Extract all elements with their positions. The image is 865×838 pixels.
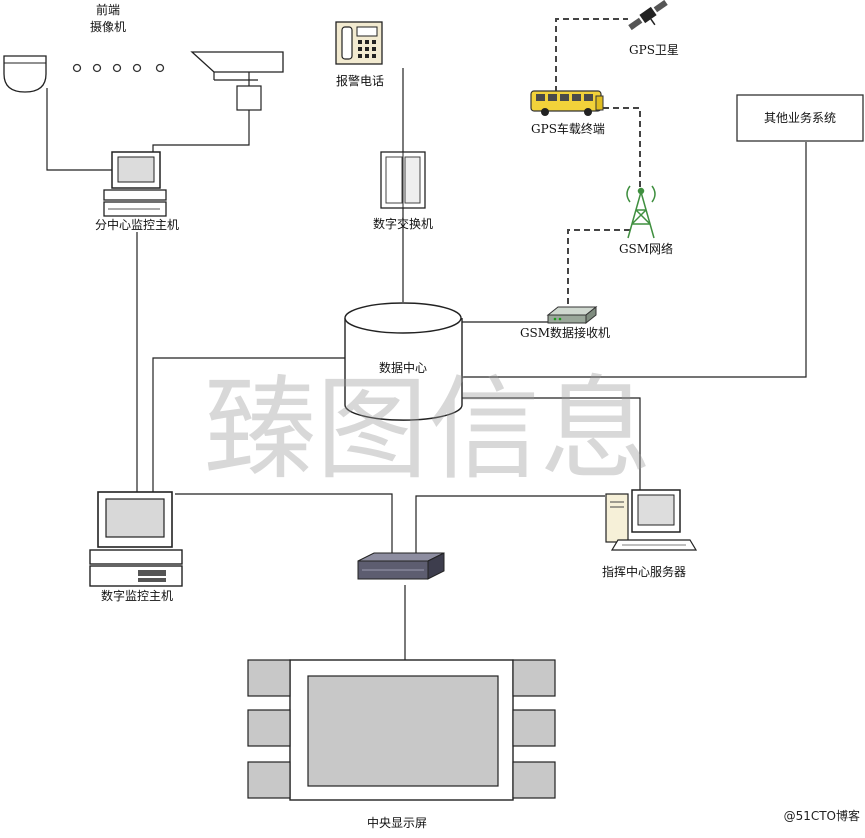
data-center-label: 数据中心: [379, 360, 427, 375]
dot-icon: [72, 63, 82, 73]
box-camera-icon: [190, 51, 284, 111]
alarm-phone-label: 报警电话: [336, 73, 384, 88]
computer-icon: [89, 491, 183, 587]
monitorhost-to-datacenter-line: [152, 357, 345, 492]
watermark-text: 臻图信息: [204, 365, 652, 495]
sub-center-host-label: 分中心监控主机: [95, 217, 179, 232]
command-server-node: 指挥中心服务器: [602, 489, 698, 579]
gps-satellite-node: GPS卫星: [628, 0, 679, 57]
camera-to-subhost-line: [46, 88, 115, 171]
side-monitor: [247, 761, 291, 799]
side-monitor: [512, 659, 556, 697]
database-cylinder-icon: [344, 302, 463, 421]
connections: [46, 18, 807, 660]
gps-terminal-label: GPS车载终端: [531, 121, 605, 136]
dome-camera-icon: [3, 55, 47, 93]
dot-icon: [132, 63, 142, 73]
digital-switch-label: 数字交换机: [373, 216, 433, 231]
digital-monitor-host-label: 数字监控主机: [101, 588, 173, 603]
side-monitor: [512, 761, 556, 799]
side-monitor: [247, 659, 291, 697]
gsm-network-label: GSM网络: [619, 241, 673, 256]
gps-terminal-node: GPS车载终端: [530, 90, 605, 136]
bus-icon: [530, 90, 604, 116]
computer-icon: [605, 489, 698, 551]
other-systems-node: 其他业务系统: [736, 94, 864, 142]
gsm-network-node: GSM网络: [619, 185, 673, 256]
video-matrix-icon: [357, 552, 445, 580]
command-server-label: 指挥中心服务器: [602, 564, 686, 579]
modem-icon: [546, 305, 598, 325]
side-monitor: [512, 709, 556, 747]
data-center-node: 数据中心: [344, 302, 463, 421]
front-camera-label-line: 前端: [96, 2, 120, 17]
front-camera-node: 前端摄像机: [3, 2, 284, 111]
video-matrix-node: [357, 552, 445, 580]
gps-satellite-label: GPS卫星: [629, 43, 679, 57]
commandserver-to-videoswitch-line: [415, 495, 605, 555]
sub-center-host-node: 分中心监控主机: [95, 151, 179, 232]
other-systems-box: [736, 94, 864, 142]
dot-icon: [92, 63, 102, 73]
switch-cabinet-icon: [380, 151, 426, 209]
satellite-link-dashed: [555, 18, 628, 92]
front-camera-label-line: 摄像机: [90, 19, 126, 34]
alarm-phone-node: 报警电话: [335, 21, 384, 88]
front-camera-label: 前端摄像机: [90, 2, 126, 34]
signal-tower-icon: [626, 185, 656, 239]
main-screen: [307, 675, 499, 787]
monitorhost-to-videoswitch-line: [175, 493, 393, 555]
dot-icon: [155, 63, 165, 73]
central-display-node: 中央显示屏: [247, 659, 556, 830]
source-credit: @51CTO博客: [784, 808, 860, 823]
datacenter-to-othersystems-line: [462, 142, 807, 378]
computer-icon: [103, 151, 167, 217]
gsm-receiver-label: GSM数据接收机: [520, 325, 610, 340]
datacenter-to-commandserver-line: [462, 397, 641, 490]
gsm-receiver-node: GSM数据接收机: [520, 305, 610, 340]
side-monitor: [247, 709, 291, 747]
other-systems-label: 其他业务系统: [764, 110, 836, 125]
camera2-to-subhost-line: [152, 110, 250, 155]
digital-monitor-host-node: 数字监控主机: [89, 491, 183, 603]
satellite-icon: [628, 0, 668, 31]
gsm-to-receiver-dashed: [567, 229, 630, 308]
central-display-label: 中央显示屏: [367, 815, 427, 830]
digital-switch-node: 数字交换机: [373, 151, 433, 231]
dot-icon: [112, 63, 122, 73]
terminal-to-gsm-dashed: [603, 107, 641, 188]
phone-icon: [335, 21, 383, 65]
